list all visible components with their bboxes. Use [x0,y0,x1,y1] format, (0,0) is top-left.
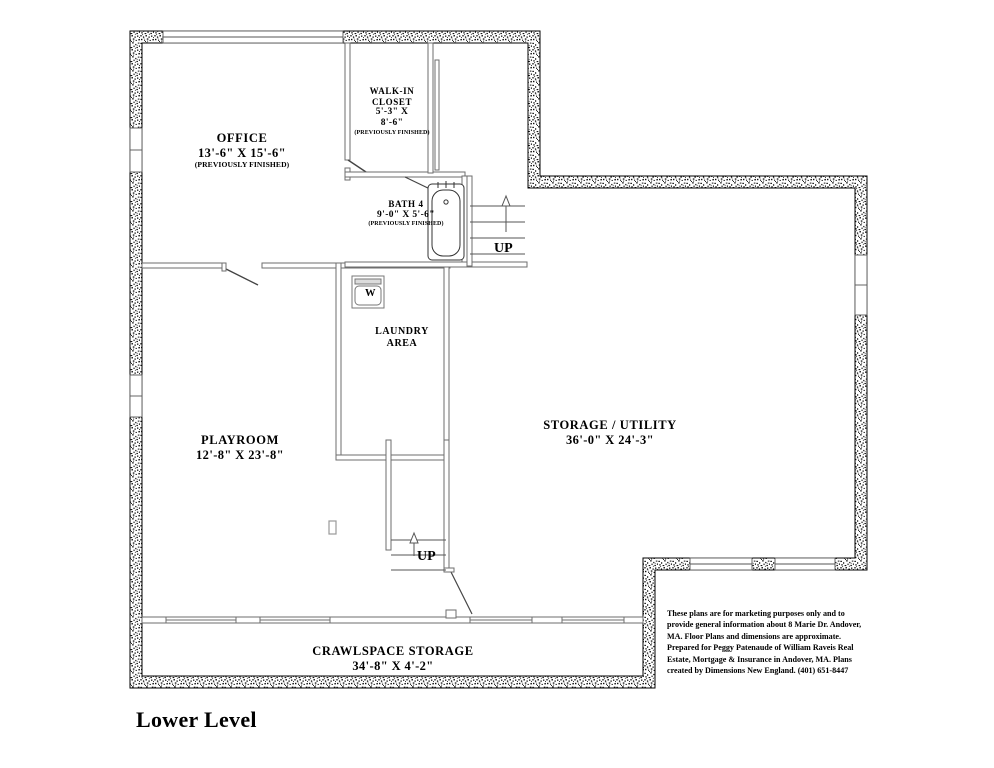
stair-direction-label-bath: UP [494,241,513,256]
structural-post [328,520,337,535]
washer-label: W [365,288,376,299]
plan-disclaimer-text: These plans are for marketing purposes o… [667,609,862,676]
bathroom-fixtures [427,181,465,261]
room-label-laundry-area: LAUNDRY AREA [375,326,429,349]
room-label-office: OFFICE 13'-6" X 15'-6" (PREVIOUSLY FINIS… [194,131,290,169]
washer-appliance [351,275,385,309]
room-label-bath-4: BATH 4 9'-0" X 5'-6" (PREVIOUSLY FINISHE… [368,199,444,227]
room-label-crawlspace-storage: CRAWLSPACE STORAGE 34'-8" X 4'-2" [312,644,474,673]
stairs-up-bath [470,194,525,255]
stair-direction-label-playroom: UP [417,549,436,564]
room-label-storage-utility: STORAGE / UTILITY 36'-0" X 24'-3" [543,418,677,447]
page-title: Lower Level [136,707,257,732]
exterior-walls [129,30,868,689]
stairs-up-playroom [391,531,446,571]
windows [129,30,868,571]
room-label-walk-in-closet: WALK-IN CLOSET 5'-3" X 8'-6" (PREVIOUSLY… [354,86,430,136]
room-label-playroom: PLAYROOM 12'-8" X 23'-8" [196,433,284,462]
